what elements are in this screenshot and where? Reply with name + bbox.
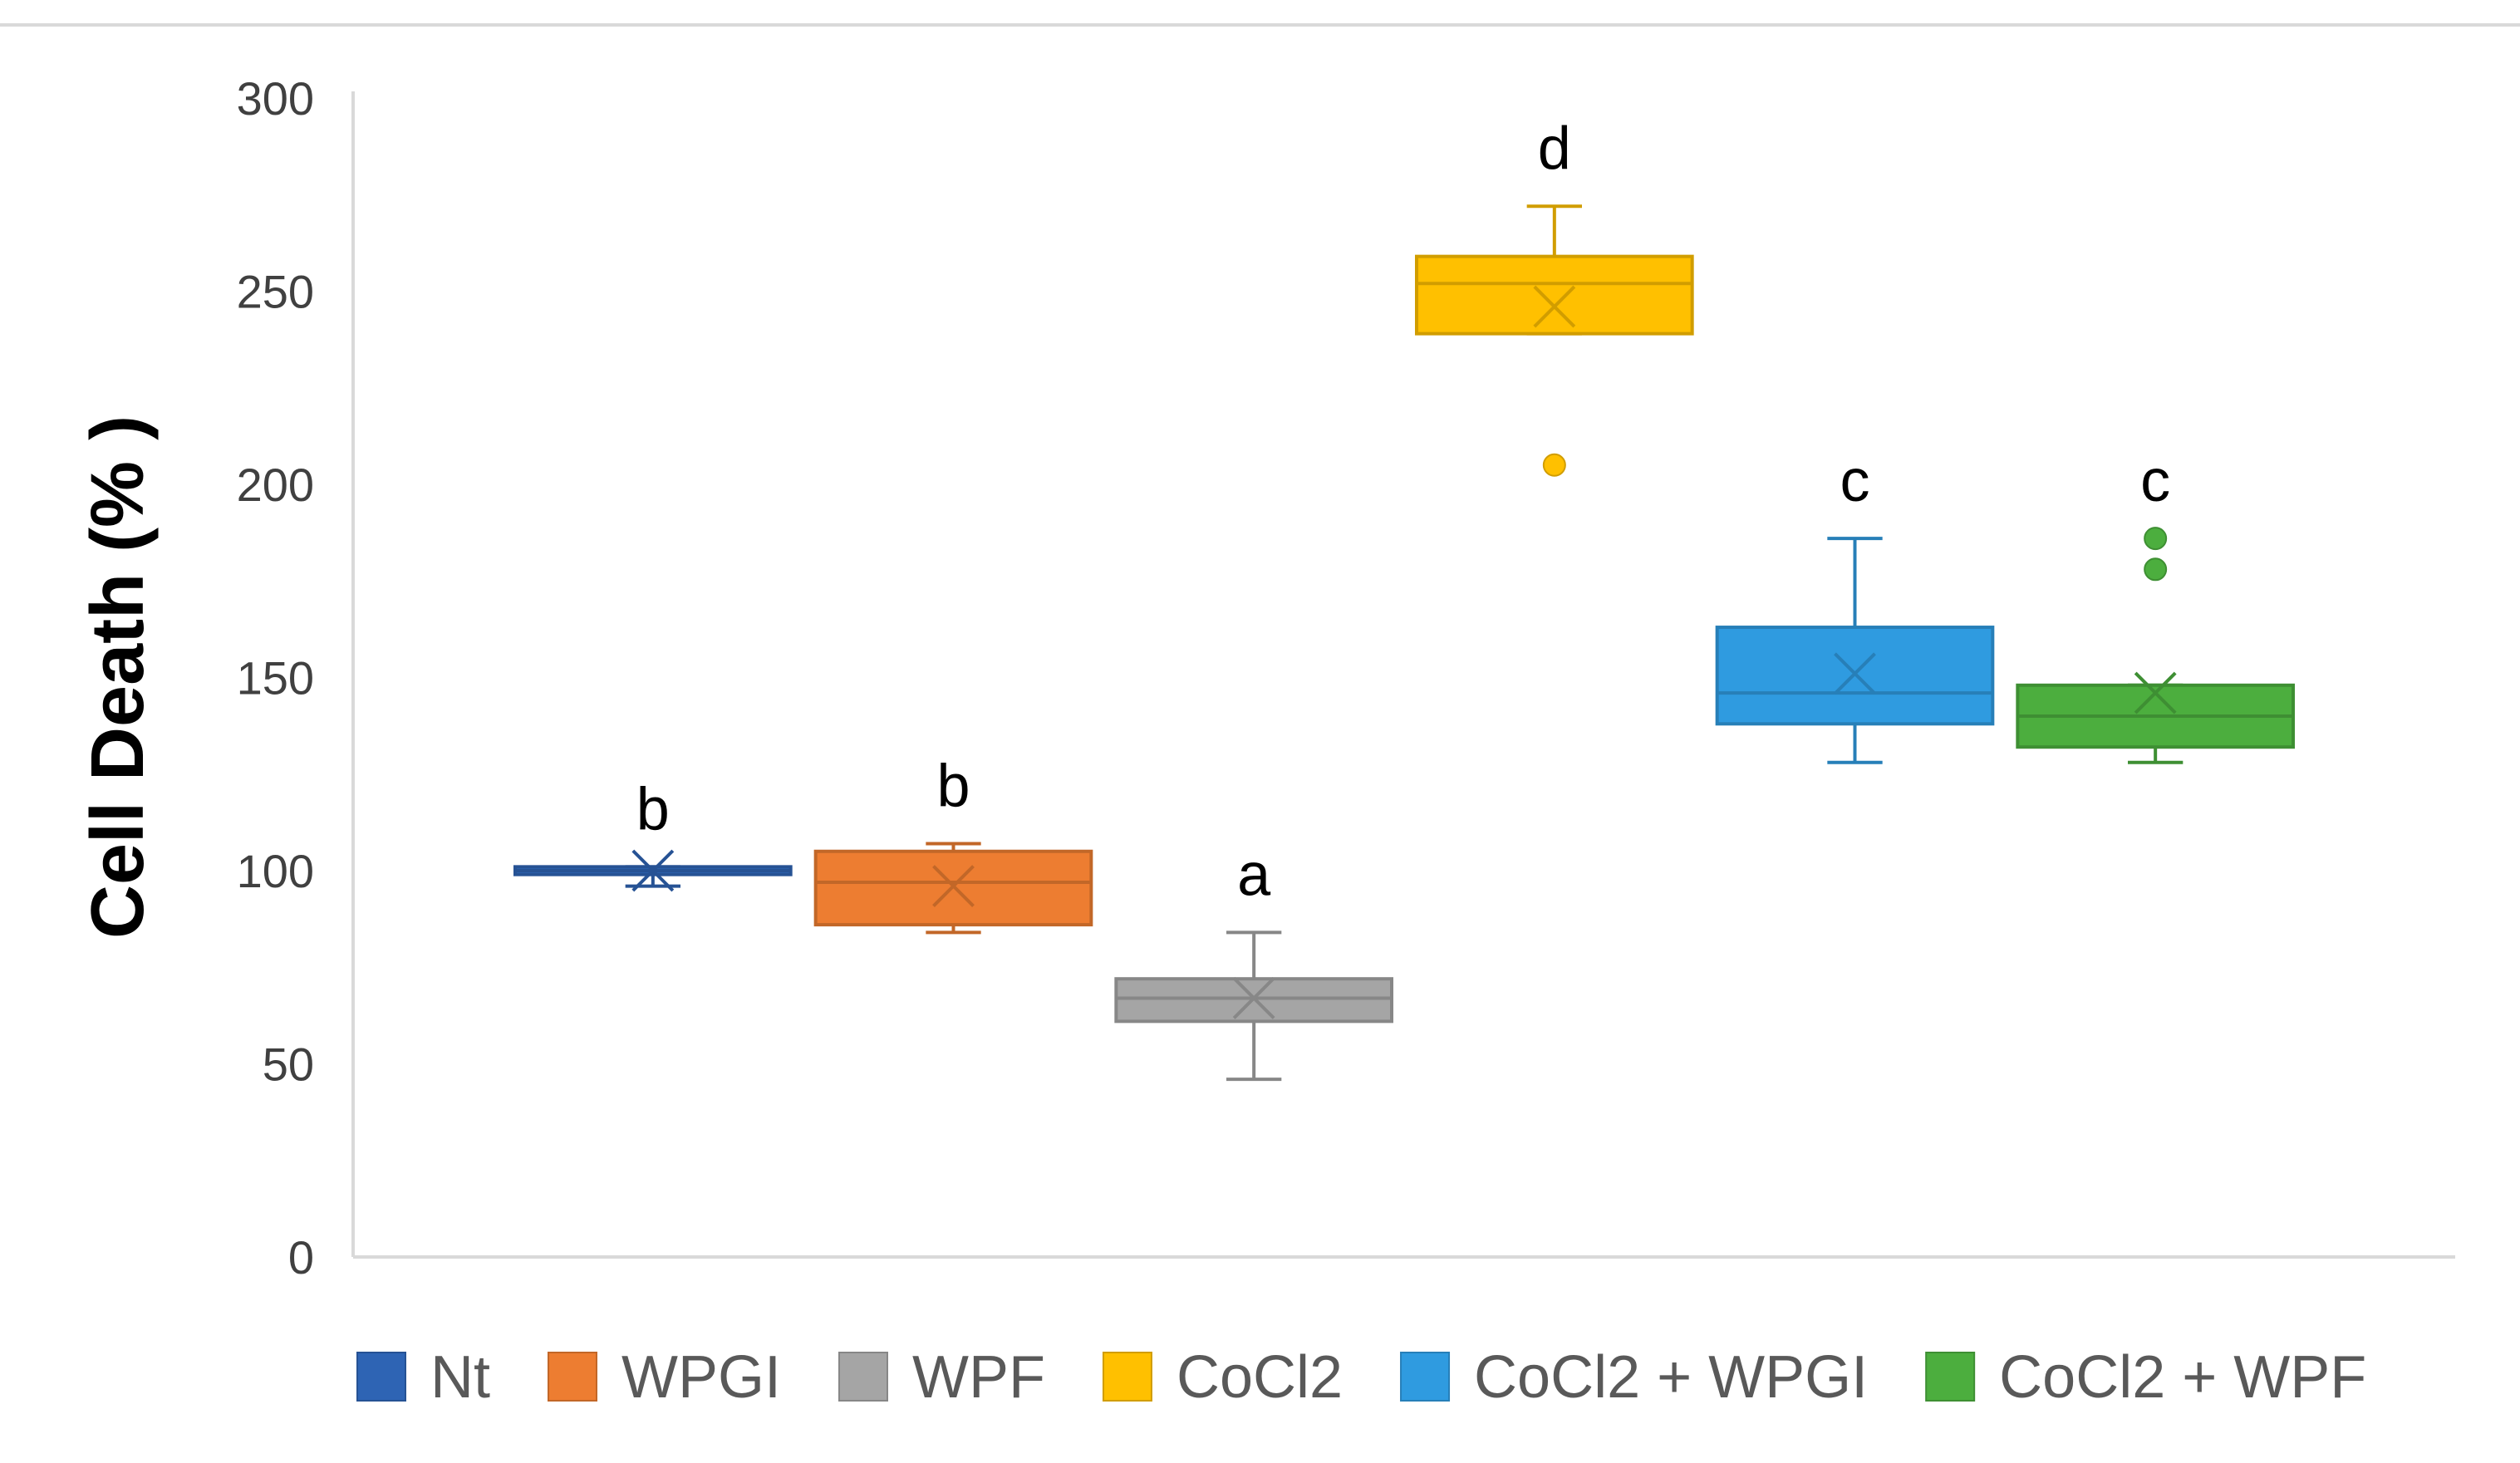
legend-swatch bbox=[1400, 1352, 1451, 1402]
mean-marker bbox=[631, 849, 675, 892]
legend-swatch bbox=[548, 1352, 597, 1402]
y-tick-label: 0 bbox=[288, 1231, 314, 1284]
significance-letter: c bbox=[1840, 448, 1870, 514]
y-tick-label: 200 bbox=[237, 459, 314, 511]
box-group: d bbox=[1415, 115, 1694, 477]
legend-item: WPF bbox=[838, 1344, 1045, 1411]
box-group: c bbox=[1715, 448, 1995, 764]
mean-marker bbox=[1834, 652, 1876, 695]
legend-swatch bbox=[1102, 1352, 1152, 1402]
mean-marker bbox=[932, 865, 975, 908]
y-axis-label: Cell Death (% ) bbox=[76, 415, 160, 939]
significance-letter: a bbox=[1237, 842, 1271, 908]
legend-label: WPF bbox=[912, 1344, 1045, 1411]
legend-item: CoCl2 + WPF bbox=[1925, 1344, 2366, 1411]
y-tick-label: 50 bbox=[263, 1038, 314, 1091]
legend-swatch bbox=[838, 1352, 888, 1402]
legend-label: CoCl2 + WPF bbox=[1999, 1344, 2366, 1411]
legend-item: Nt bbox=[356, 1344, 490, 1411]
legend-item: CoCl2 bbox=[1102, 1344, 1343, 1411]
boxes: b b a d c c bbox=[513, 115, 2295, 1082]
legend-swatch bbox=[356, 1352, 406, 1402]
legend-item: WPGI bbox=[548, 1344, 781, 1411]
significance-letter: c bbox=[2140, 448, 2170, 514]
box-iqr bbox=[1415, 254, 1694, 336]
box-group: a bbox=[1114, 842, 1394, 1082]
legend-label: Nt bbox=[430, 1344, 490, 1411]
mean-marker bbox=[2134, 671, 2177, 714]
box-group: b bbox=[813, 753, 1093, 935]
legend-label: WPGI bbox=[621, 1344, 781, 1411]
legend: Nt WPGI WPF CoCl2 CoCl2 + WPGI CoCl2 + WPF bbox=[356, 1344, 2366, 1411]
box-group: b bbox=[513, 776, 793, 892]
outlier-point bbox=[2144, 527, 2168, 551]
legend-label: CoCl2 bbox=[1176, 1344, 1343, 1411]
legend-item: CoCl2 + WPGI bbox=[1400, 1344, 1868, 1411]
outlier-point bbox=[2144, 557, 2168, 582]
legend-label: CoCl2 + WPGI bbox=[1474, 1344, 1868, 1411]
y-tick-label: 300 bbox=[237, 72, 314, 125]
legend-swatch bbox=[1925, 1352, 1976, 1402]
significance-letter: b bbox=[636, 776, 670, 842]
significance-letter: b bbox=[936, 753, 970, 819]
y-tick-label: 250 bbox=[237, 266, 314, 318]
box-group: c bbox=[2016, 448, 2295, 764]
significance-letter: d bbox=[1538, 115, 1571, 182]
y-tick-label: 100 bbox=[237, 845, 314, 897]
mean-marker bbox=[1533, 285, 1576, 328]
y-tick-label: 150 bbox=[237, 652, 314, 704]
mean-marker bbox=[1232, 977, 1275, 1019]
outlier-point bbox=[1542, 453, 1566, 477]
